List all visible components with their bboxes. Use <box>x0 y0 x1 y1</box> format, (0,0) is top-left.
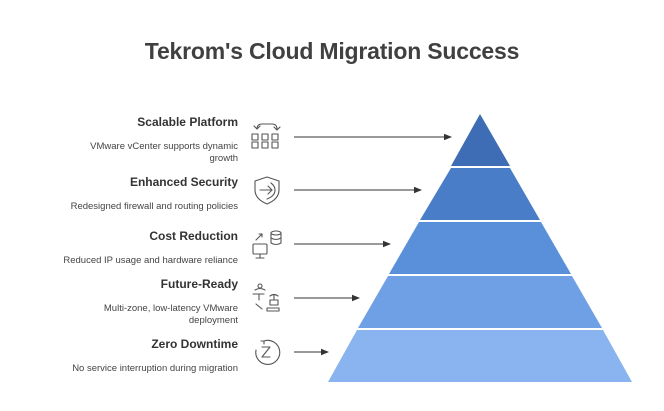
item-description: Redesigned firewall and routing policies <box>70 201 238 212</box>
item-scalable-platform: Scalable Platform VMware vCenter support… <box>30 115 238 165</box>
scaling-grid-icon <box>251 123 281 149</box>
item-heading: Zero Downtime <box>151 337 238 351</box>
diagram-title: Tekrom's Cloud Migration Success <box>144 38 520 64</box>
item-future-ready: Future-Ready Multi-zone, low-latency VMw… <box>30 277 238 327</box>
monitor-database-icon <box>252 230 282 259</box>
pyramid-tier-2 <box>420 168 540 220</box>
item-description: Multi-zone, low-latency VMware deploymen… <box>103 303 238 326</box>
pyramid-tier-1 <box>451 114 510 166</box>
item-cost-reduction: Cost Reduction Reduced IP usage and hard… <box>30 229 238 267</box>
item-heading: Scalable Platform <box>137 115 238 129</box>
pyramid-tier-3 <box>389 222 571 274</box>
item-heading: Cost Reduction <box>149 229 238 243</box>
item-enhanced-security: Enhanced Security Redesigned firewall an… <box>30 175 238 213</box>
network-nodes-icon <box>252 283 280 312</box>
pyramid-tier-5 <box>328 330 632 382</box>
item-zero-downtime: Zero Downtime No service interruption du… <box>30 337 238 375</box>
item-description: No service interruption during migration <box>72 363 238 374</box>
item-description: VMware vCenter supports dynamic growth <box>90 141 238 164</box>
sleep-z-icon <box>255 339 281 365</box>
item-heading: Future-Ready <box>160 277 238 291</box>
pyramid-tier-4 <box>358 276 602 328</box>
item-heading: Enhanced Security <box>129 175 238 189</box>
item-description: Reduced IP usage and hardware reliance <box>63 255 238 266</box>
shield-arrow-icon <box>254 176 280 205</box>
